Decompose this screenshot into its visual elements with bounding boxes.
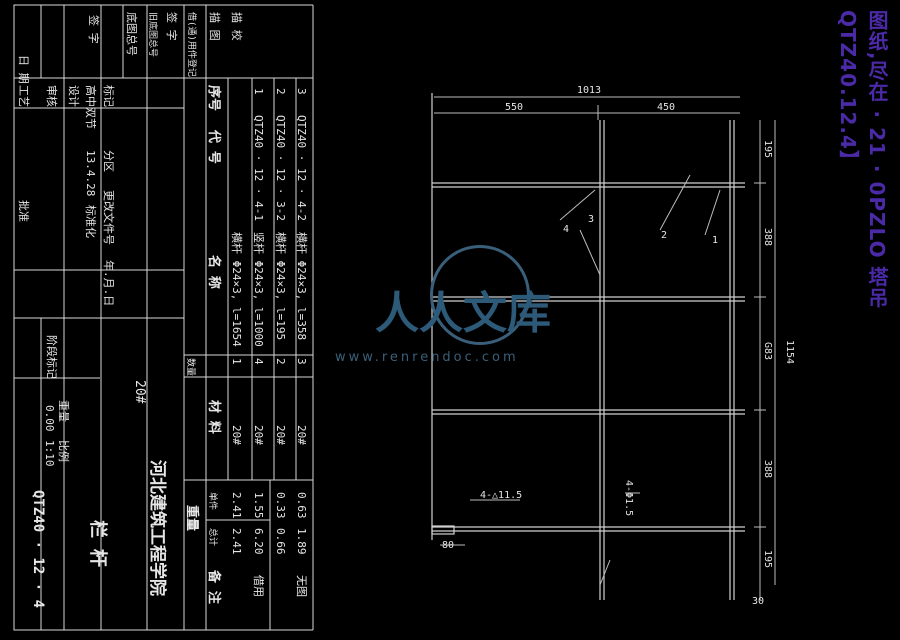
tb-label-check: 描 校 [230, 12, 244, 41]
tb-scale-label: 比例 [57, 440, 71, 462]
railing-structure [431, 93, 745, 600]
callout-3: 3 [588, 214, 594, 225]
bom-row1-qty: 4 [252, 358, 265, 365]
bom-row3-mat: 20# [295, 425, 308, 445]
bom-row2-mat: 20# [274, 425, 287, 445]
tb-weight-label: 重量 [57, 400, 71, 422]
bom-row1-mat: 20# [252, 425, 265, 445]
watermark-logo [430, 245, 530, 345]
tb-rev-zone: 分区 [102, 150, 115, 172]
dim-top-right: 450 [657, 102, 675, 113]
bom-row1-name: 竖杆 Φ24×3, l=1000 [252, 232, 266, 347]
callout-2: 2 [661, 230, 667, 241]
bom-row3-remark: 无图 [295, 575, 308, 597]
bom-row2-total: 0.66 [274, 528, 287, 555]
watermark-text: 人人文库 [375, 288, 551, 339]
dim-weld1: 4-△11.5 [480, 490, 522, 501]
bom-row3-no: 3 [295, 88, 308, 95]
tb-label-sign2: 签 字 [165, 12, 179, 41]
tb-label-date: 日 期 [17, 55, 30, 84]
bom-row2-qty: 2 [274, 358, 287, 365]
dim-r1: 195 [762, 140, 773, 158]
tb-standard: 标准化 [84, 205, 98, 238]
dim-r4: 388 [762, 460, 773, 478]
callout-1: 1 [712, 235, 718, 246]
dim-weld2: 4-Φ1.5 [623, 480, 634, 516]
tb-stage-label: 阶段标记 [45, 335, 59, 379]
dim-r2: 388 [762, 228, 773, 246]
tb-design: 设计 [67, 85, 80, 107]
tb-rev-file: 更改文件号 [102, 190, 116, 245]
bom-header-weight: 重量 [184, 505, 200, 531]
bom-row3-total: 1.89 [295, 528, 308, 555]
bom-row2-no: 2 [274, 88, 287, 95]
dimension-lines [434, 96, 776, 600]
bom-row2-name: 横杆 Φ24×3, l=195 [274, 232, 288, 340]
bom-row0-name: 横杆 Φ24×3, l=1654 [230, 232, 244, 347]
tb-rev-date: 年.月.日 [102, 260, 116, 306]
tb-review2: 审核 [45, 85, 59, 107]
dim-right-total: 1154 [784, 340, 795, 364]
bom-row3-name: 横杆 Φ24×3, l=358 [295, 232, 309, 340]
bom-row3-qty: 3 [295, 358, 308, 365]
bom-row1-total: 6.20 [252, 528, 265, 555]
tb-label-sign: 签 字 [87, 15, 101, 44]
tb-school: 河北建筑工程学院 [147, 460, 168, 596]
tb-design-date: 13.4.28 [84, 150, 97, 196]
bom-header-total: 总计 [207, 528, 219, 546]
bom-row3-code: QTZ40 · 12 · 4-2 [295, 115, 308, 221]
dim-top-left: 550 [505, 102, 523, 113]
bom-row0-total: 2.41 [230, 528, 243, 555]
dim-r3: G83 [762, 342, 773, 360]
bom-row2-unit: 0.33 [274, 492, 287, 519]
tb-part-name: 栏 杆 [87, 520, 109, 567]
bom-row2-code: QTZ40 · 12 · 3-2 [274, 115, 287, 221]
tb-drawing-no: QTZ40 · 12 · 4 [30, 490, 46, 608]
bom-header-qty: 数量 [185, 358, 197, 376]
bom-row1-code: QTZ40 · 12 · 4-1 [252, 115, 265, 221]
bom-row1-remark: 借用 [252, 575, 265, 597]
tb-scale-value: 1:10 [43, 440, 56, 467]
tb-label-base-no: 底图总号 [125, 12, 139, 56]
dim-r6: 30 [752, 596, 764, 607]
callout-4: 4 [563, 224, 569, 235]
bom-row0-unit: 2.41 [230, 492, 243, 519]
title-block-grid [13, 4, 314, 631]
bom-row0-qty: 1 [230, 358, 243, 365]
bom-header-no: 序号 [206, 85, 222, 111]
bom-row3-unit: 0.63 [295, 492, 308, 519]
bom-header-name: 名 称 [206, 255, 222, 289]
bom-header-material: 材 料 [206, 400, 222, 434]
bom-row1-unit: 1.55 [252, 492, 265, 519]
dim-bottom-left: 80 [442, 540, 454, 551]
side-title: 图纸,尽在 · 21 · 0PZLO 塔吊QTZ40.12.4】 [836, 10, 889, 309]
tb-material: 20# [132, 380, 147, 404]
bom-header-unit: 单件 [207, 492, 219, 510]
tb-label-reg: 借(通)用件登记 [186, 12, 198, 77]
bom-header-remark: 备 注 [206, 569, 222, 604]
bom-header-code: 代 号 [206, 129, 222, 164]
tb-weight-value: 0.00 [43, 405, 56, 432]
dim-top-total: 1013 [577, 85, 601, 96]
bom-row1-no: 1 [252, 88, 265, 95]
tb-approve: 批准 [17, 200, 31, 222]
tb-rev-mark: 标记 [102, 85, 116, 107]
tb-label-trace: 描 图 [208, 12, 222, 41]
watermark-url: www.renrendoc.com [335, 350, 519, 365]
tb-review: 工艺 [17, 85, 30, 107]
dim-r5: 195 [762, 550, 773, 568]
tb-label-old-base-no: 旧底图总号 [147, 12, 159, 57]
tb-design-name: 高中双节 [84, 85, 98, 129]
bom-row0-mat: 20# [230, 425, 243, 445]
